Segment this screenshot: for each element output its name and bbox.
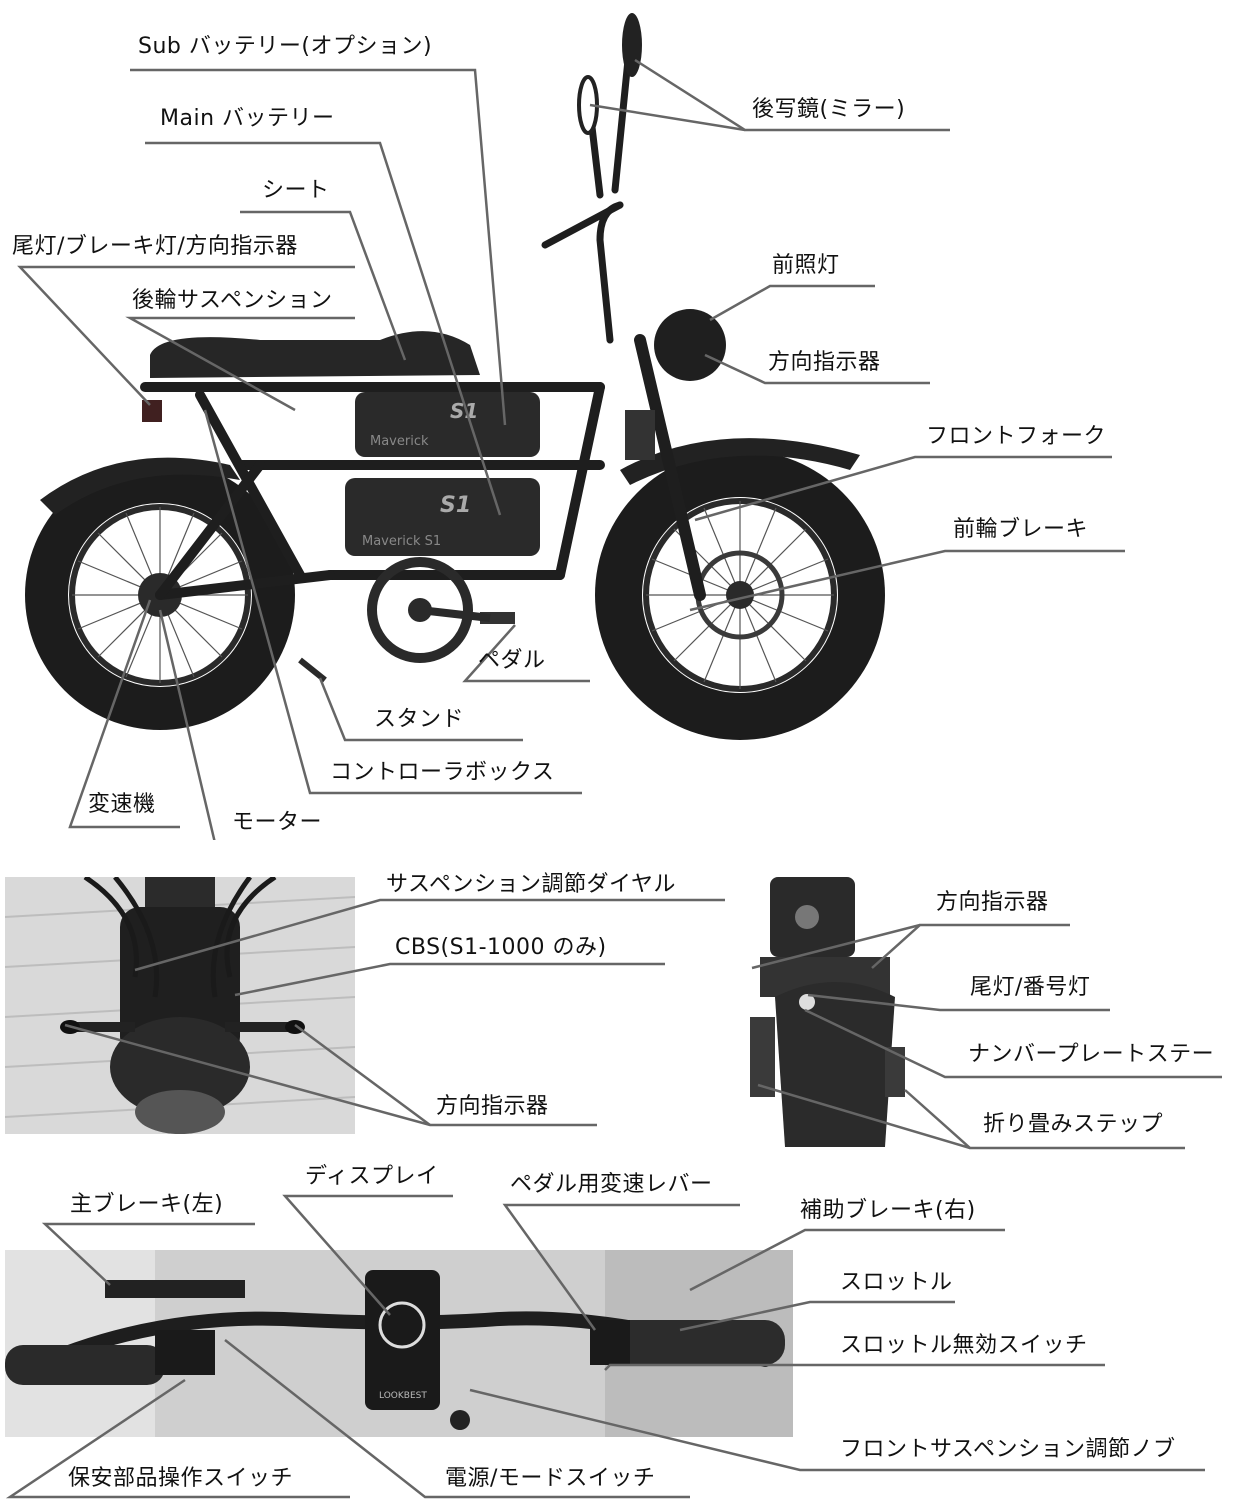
sub-battery-shape: S1 Maverick xyxy=(355,392,540,457)
label-headlight: 前照灯 xyxy=(772,253,840,278)
front-detail-photo xyxy=(5,877,355,1134)
main-battery-shape: S1 Maverick S1 xyxy=(345,478,540,556)
label-stand: スタンド xyxy=(374,707,465,732)
label-front-brake: 前輪ブレーキ xyxy=(953,517,1089,542)
label-front-susp-knob: フロントサスペンション調節ノブ xyxy=(840,1437,1176,1462)
label-pedal: ペダル xyxy=(478,648,546,673)
svg-text:S1: S1 xyxy=(440,493,471,518)
label-mirror: 後写鏡(ミラー) xyxy=(752,97,906,122)
svg-text:Maverick S1: Maverick S1 xyxy=(362,534,441,549)
label-turn-signal: 方向指示器 xyxy=(768,350,881,375)
label-tail-brake-turn: 尾灯/ブレーキ灯/方向指示器 xyxy=(12,234,298,259)
label-aux-brake-right: 補助ブレーキ(右) xyxy=(800,1198,976,1223)
handlebar-photo: LOOKBEST xyxy=(5,1250,793,1437)
label-cbs: CBS(S1-1000 のみ) xyxy=(395,935,607,960)
label-main-battery: Main バッテリー xyxy=(160,106,335,131)
label-front-fork: フロントフォーク xyxy=(926,424,1107,449)
label-rear-suspension: 後輪サスペンション xyxy=(132,288,333,313)
label-safety-switch: 保安部品操作スイッチ xyxy=(68,1466,294,1491)
label-folding-step: 折り畳みステップ xyxy=(983,1112,1164,1137)
label-throttle-disable: スロットル無効スイッチ xyxy=(840,1333,1088,1358)
label-main-brake-left: 主ブレーキ(左) xyxy=(70,1192,224,1217)
label-pedal-shift-lever: ペダル用変速レバー xyxy=(510,1172,713,1197)
label-sub-battery: Sub バッテリー(オプション) xyxy=(138,34,433,59)
bike-leader-lines xyxy=(17,58,1125,840)
bike-illustration: S1 Maverick S1 Maverick S1 xyxy=(25,13,885,740)
label-front-detail-turn-signal: 方向指示器 xyxy=(436,1094,549,1119)
label-display: ディスプレイ xyxy=(305,1164,439,1189)
label-throttle: スロットル xyxy=(840,1270,953,1295)
label-seat: シート xyxy=(262,178,330,203)
rear-detail-photo xyxy=(745,877,920,1147)
label-transmission: 変速機 xyxy=(88,792,156,817)
label-rear-turn-signal: 方向指示器 xyxy=(936,890,1049,915)
label-controller-box: コントローラボックス xyxy=(330,760,555,785)
label-power-mode-switch: 電源/モードスイッチ xyxy=(445,1466,656,1491)
label-suspension-dial: サスペンション調節ダイヤル xyxy=(386,872,676,897)
label-plate-stay: ナンバープレートステー xyxy=(968,1042,1215,1067)
svg-text:Maverick: Maverick xyxy=(370,434,429,449)
label-motor: モーター xyxy=(232,810,323,835)
svg-text:LOOKBEST: LOOKBEST xyxy=(379,1391,427,1401)
label-tail-number-light: 尾灯/番号灯 xyxy=(970,975,1091,1000)
